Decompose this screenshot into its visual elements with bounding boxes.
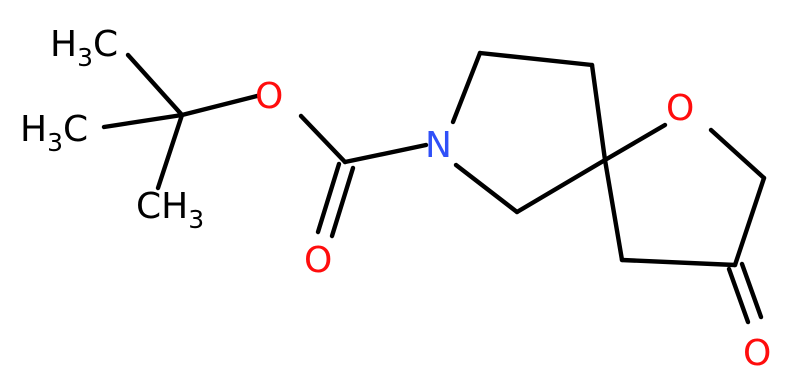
methyl-top-label-c: C — [93, 24, 118, 65]
ring-oxygen-label: O — [666, 88, 694, 129]
bond-carbonyl-double-a — [315, 161, 342, 235]
bond-ketone-carbon-ch2 — [619, 257, 738, 268]
methyl-middle-label-h: H — [20, 109, 47, 150]
bond-quaternary-carbon-methyl-middle — [101, 112, 185, 130]
ketone-oxygen-label: O — [743, 333, 771, 374]
bond-bottom-ch2-nitrogen — [453, 162, 520, 215]
bond-ester-oxygen-carbonyl-carbon — [298, 113, 348, 165]
carbonyl-oxygen-label: O — [304, 240, 332, 281]
methyl-middle-label-3: 3 — [47, 128, 63, 157]
methyl-top-label-h: H — [50, 24, 77, 65]
bond-ch2-ketone-carbon — [732, 175, 767, 268]
bond-top-ch2-spiro — [589, 62, 608, 163]
bond-quaternary-carbon-methyl-bottom — [155, 112, 185, 191]
methyl-bottom-label-h: H — [161, 186, 188, 227]
ester-oxygen-label: O — [255, 76, 283, 117]
bond-ch2-spiro — [602, 157, 625, 263]
bond-ketone-double-a — [726, 266, 751, 325]
atom-label-group: H3C H3C CH3 O O N O O — [20, 24, 771, 374]
bond-carbonyl-carbon-nitrogen — [342, 142, 429, 165]
bond-spiro-bottom-ch2 — [514, 157, 608, 215]
bond-quaternary-carbon-ester-oxygen — [179, 93, 260, 118]
methyl-middle-label-c: C — [63, 109, 88, 150]
nitrogen-label: N — [425, 125, 452, 166]
methyl-bottom-label-c: C — [136, 186, 161, 227]
bond-nitrogen-ring-ch2-top — [450, 50, 483, 125]
bond-ketone-double-b — [739, 261, 764, 320]
bond-ring-top-ch2 — [477, 50, 595, 68]
bond-group — [101, 50, 767, 325]
methyl-bottom-label: CH3 — [136, 186, 204, 234]
methyl-middle-label: H3C — [20, 109, 88, 157]
bond-ring-oxygen-ch2 — [708, 127, 767, 181]
bond-spiro-ring-oxygen — [602, 122, 668, 163]
bond-quaternary-carbon-methyl-top — [125, 52, 185, 118]
methyl-bottom-label-3: 3 — [188, 205, 204, 234]
bond-carbonyl-double-b — [329, 165, 356, 239]
methyl-top-label: H3C — [50, 24, 118, 72]
methyl-top-label-3: 3 — [77, 43, 93, 72]
